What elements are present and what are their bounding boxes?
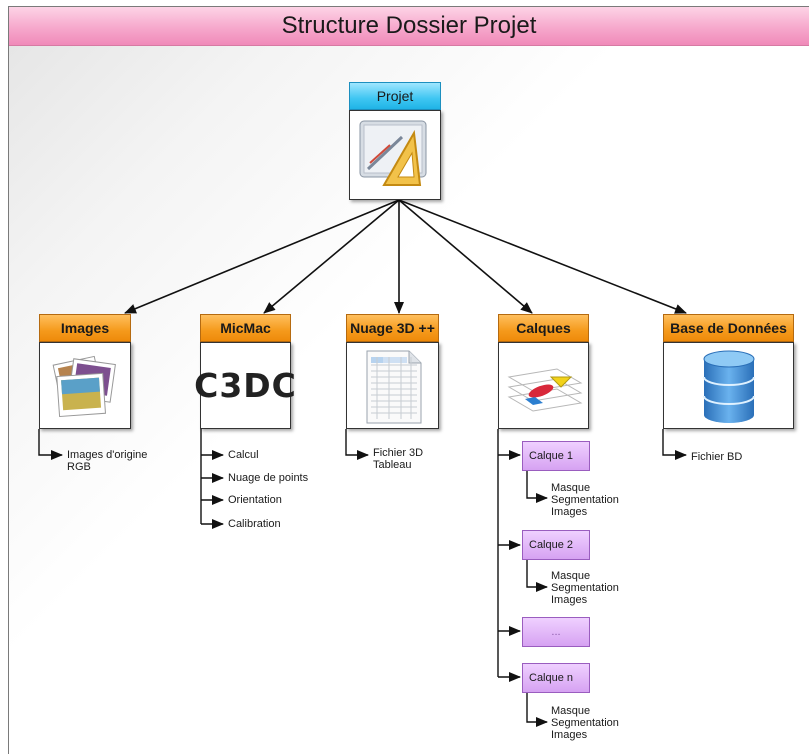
branch-label-micmac: MicMac (200, 314, 291, 342)
branch-label-images: Images (39, 314, 131, 342)
leaf-images-origine: Images d'origine RGB (67, 449, 148, 473)
connector-root-micmac (263, 199, 400, 314)
sublayer-label-ellipsis: ... (522, 617, 590, 647)
connector-c2-leaf (526, 560, 548, 592)
spreadsheet-icon (366, 350, 422, 424)
connector-c1-leaf (526, 470, 548, 503)
drafting-tools-icon (359, 120, 427, 186)
connector-bd-leaf (662, 429, 687, 460)
layers-icon (507, 368, 583, 412)
leaf-calque1: Masque Segmentation Images (551, 482, 619, 518)
leaf-nuage-fichier: Fichier 3D Tableau (373, 447, 424, 471)
photos-stack-icon (52, 355, 116, 418)
diagram-title: Structure Dossier Projet (9, 7, 809, 46)
connector-root-images (124, 199, 400, 314)
leaf-calque2: Masque Segmentation Images (551, 570, 619, 606)
database-icon (703, 350, 755, 423)
sublayer-label-1: Calque 1 (522, 441, 590, 471)
branch-box-bd (663, 342, 794, 429)
branch-box-nuage (346, 342, 439, 429)
branch-box-images (39, 342, 131, 429)
branch-label-calques: Calques (498, 314, 589, 342)
root-box (349, 110, 441, 200)
root-label: Projet (349, 82, 441, 110)
connector-root-bd (398, 199, 687, 314)
leaf-micmac-nuage: Nuage de points (228, 472, 309, 484)
branch-label-nuage: Nuage 3D ++ (346, 314, 439, 342)
connector-nuage-leaf (345, 429, 369, 460)
sublayer-label-2: Calque 2 (522, 530, 590, 560)
branch-label-bd: Base de Données (663, 314, 794, 342)
connector-root-calques (398, 199, 533, 314)
c3dc-logo: C3DC (194, 366, 297, 405)
leaf-bd-fichier: Fichier BD (691, 451, 743, 463)
branch-box-calques (498, 342, 589, 429)
branch-box-micmac: C3DC (194, 342, 297, 429)
sublayer-label-n: Calque n (522, 663, 590, 693)
leaf-micmac-calcul: Calcul (228, 449, 259, 461)
connector-images-leaf (38, 429, 63, 460)
leaf-micmac-orientation: Orientation (228, 494, 282, 506)
connector-cn-leaf (526, 693, 548, 727)
leaf-calquen: Masque Segmentation Images (551, 705, 619, 741)
leaf-micmac-calibration: Calibration (228, 518, 281, 530)
